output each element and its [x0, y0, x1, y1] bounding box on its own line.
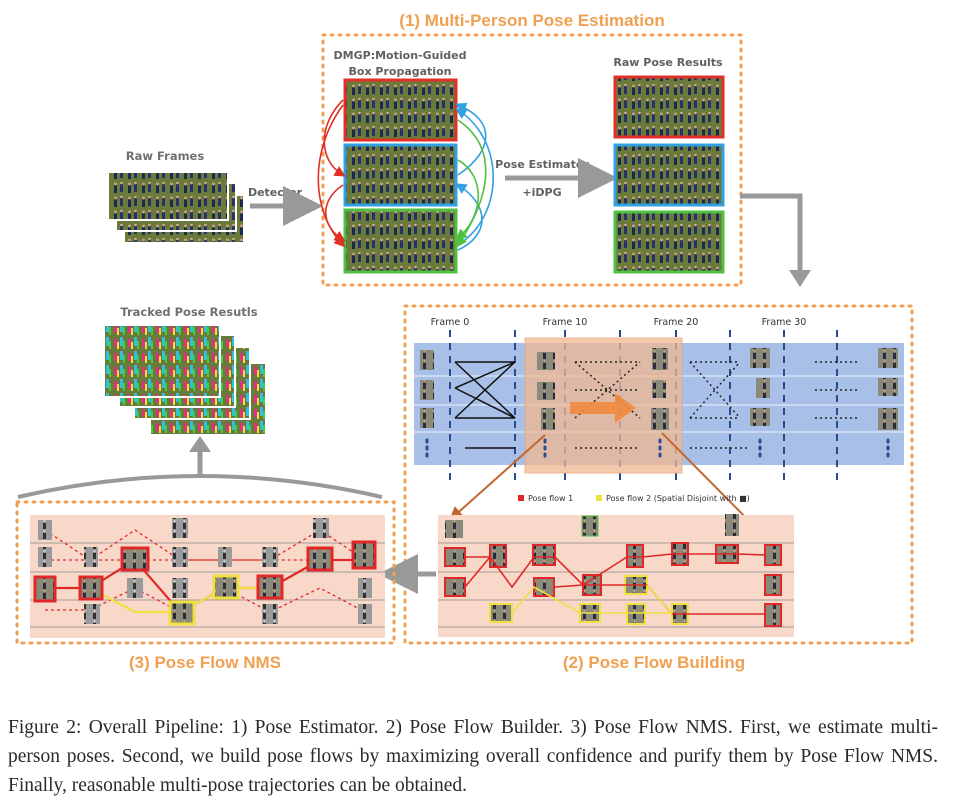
raw-frames-label: Raw Frames — [126, 149, 205, 163]
nms-bracket — [17, 474, 383, 499]
tracked-pose-results-label: Tracked Pose Resutls — [120, 305, 257, 319]
dmgp-frame-red — [343, 78, 458, 142]
figure-caption: Figure 2: Overall Pipeline: 1) Pose Esti… — [8, 717, 938, 796]
timeline-crops — [420, 348, 898, 430]
propagation-arcs — [317, 99, 495, 251]
dmgp-frame-blue — [343, 143, 458, 207]
pose-flow-nms-title: (3) Pose Flow NMS — [129, 653, 281, 672]
association-lines — [425, 361, 890, 462]
frame-label-20: Frame 20 — [654, 317, 699, 328]
raw-pose-frame-red — [613, 75, 725, 139]
dmgp-label-2: Box Propagation — [349, 65, 452, 78]
to-flow-building-arrow — [740, 193, 803, 272]
legend-flow1-swatch — [518, 495, 524, 501]
pose-estimator-label: Pose Estimator — [495, 158, 589, 171]
pose-flow-building-title: (2) Pose Flow Building — [563, 653, 745, 672]
raw-frames-stack — [107, 171, 245, 244]
dmgp-frame-green — [343, 208, 458, 274]
pose-flow-building-box — [403, 304, 914, 645]
pose-estimation-title: (1) Multi-Person Pose Estimation — [399, 11, 664, 30]
legend-flow2: Pose flow 2 (Spatial Disjoint with ■) — [606, 494, 750, 503]
tracked-frames-stack — [103, 324, 267, 436]
dmgp-label: DMGP:Motion-Guided — [334, 49, 467, 62]
pipeline-diagram: (1) Multi-Person Pose Estimation Raw Fra… — [15, 11, 914, 672]
frame-label-0: Frame 0 — [431, 317, 470, 328]
flow-building-crops — [444, 514, 782, 627]
frame-label-10: Frame 10 — [543, 317, 588, 328]
nms-crops — [33, 518, 377, 626]
pose-flow-nms-box — [15, 500, 396, 645]
pose-estimation-box — [321, 33, 743, 287]
frame-label-30: Frame 30 — [762, 317, 807, 328]
legend-flow2-swatch — [596, 495, 602, 501]
flow-building-links — [464, 553, 766, 615]
raw-pose-frame-green — [613, 210, 725, 274]
idpg-label: +iDPG — [522, 186, 561, 199]
detector-label: Detector — [248, 186, 303, 199]
legend-flow1: Pose flow 1 — [528, 494, 573, 503]
raw-pose-frame-blue — [613, 143, 725, 207]
sliding-arrow — [570, 393, 636, 423]
raw-pose-results-label: Raw Pose Results — [613, 56, 723, 69]
